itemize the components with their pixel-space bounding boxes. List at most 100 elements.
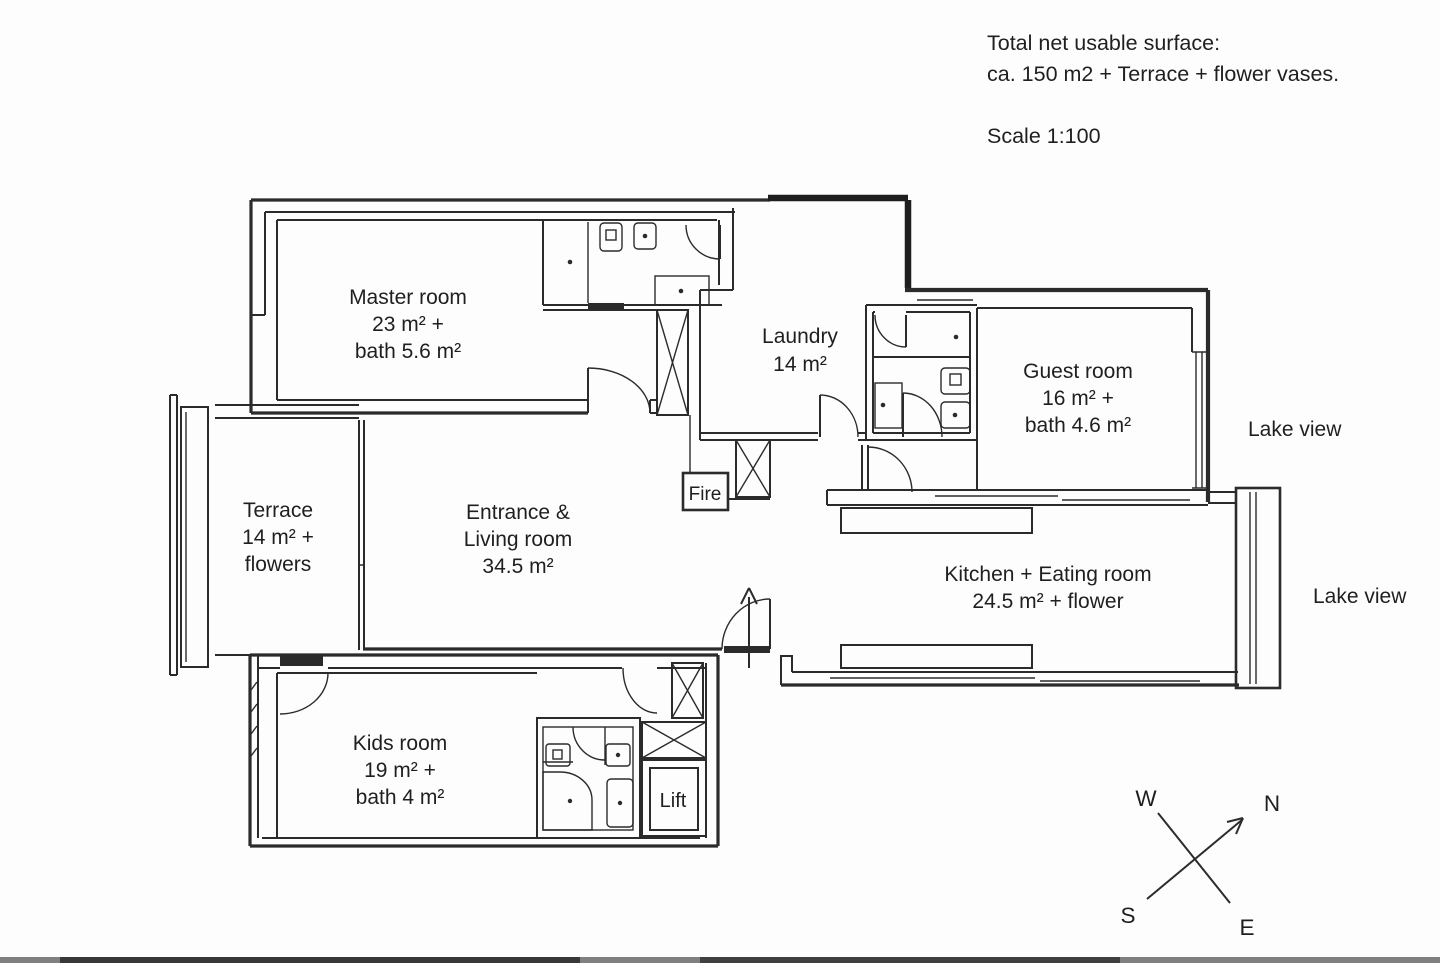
- scan-artifact-dark: [700, 957, 1120, 963]
- room-label-master: Master room: [349, 286, 467, 309]
- compass-east-label: E: [1239, 915, 1254, 940]
- room-label-living: Entrance &: [466, 501, 570, 524]
- sink-icon: [606, 778, 634, 828]
- kids-bath-fixtures: [536, 717, 641, 839]
- room-label-master: 23 m² +: [372, 313, 444, 336]
- lift-shaft: [641, 759, 707, 837]
- lake-view-label-upper: Lake view: [1248, 418, 1342, 441]
- entrance-door-arc: [721, 598, 771, 650]
- terrace-planter: [180, 406, 209, 668]
- shaft-box: [656, 309, 689, 416]
- kids-bath-door-arc: [572, 726, 606, 761]
- shafts-layer: [641, 309, 771, 759]
- lift-lobby-door-arc: [622, 667, 658, 714]
- room-label-terrace: Terrace: [243, 499, 313, 522]
- scan-artifact-dark: [60, 957, 580, 963]
- compass-cross: [1146, 812, 1244, 904]
- room-label-terrace: 14 m² +: [242, 526, 314, 549]
- counter-bottom: [840, 644, 1033, 669]
- room-label-kitchen: 24.5 m² + flower: [972, 590, 1123, 613]
- shower-icon: [542, 771, 593, 831]
- guest-bath-fixtures: [874, 334, 971, 429]
- hall-door-arc: [867, 446, 913, 493]
- lift-cab: [649, 767, 699, 831]
- room-label-laundry: 14 m²: [773, 353, 827, 376]
- guest-bath-lower-door-arc: [902, 392, 943, 438]
- window-threshold-terrace: [280, 656, 323, 666]
- annotations: Total net usable surface: ca. 150 m2 + T…: [987, 31, 1407, 608]
- fire-rect: [681, 471, 730, 512]
- shaft-x: [735, 439, 771, 498]
- lift-label: Lift: [660, 790, 687, 812]
- room-label-kitchen: Kitchen + Eating room: [944, 563, 1151, 586]
- counter-top: [840, 507, 1033, 534]
- east-planter-inner: [1249, 492, 1257, 684]
- header-scale: Scale 1:100: [987, 124, 1101, 148]
- room-labels: Master room 23 m² + bath 5.6 m² Laundry …: [242, 286, 1151, 809]
- bidet-icon: [605, 743, 631, 767]
- shower-drain-dot: [880, 402, 886, 408]
- shaft-box: [641, 721, 707, 759]
- room-label-terrace: flowers: [245, 553, 312, 576]
- room-label-laundry: Laundry: [762, 325, 838, 348]
- drain-dot: [617, 800, 623, 806]
- room-label-living: 34.5 m²: [482, 555, 553, 578]
- bidet-icon: [940, 401, 971, 429]
- lake-view-label-lower: Lake view: [1313, 585, 1407, 608]
- fire-label: Fire: [689, 484, 722, 505]
- walls-layer: [169, 194, 1239, 848]
- entrance-threshold: [724, 646, 770, 653]
- toilet-cistern-mark: [949, 373, 962, 386]
- shaft-x: [671, 662, 704, 719]
- compass-west-label: W: [1135, 786, 1157, 811]
- room-label-master: bath 5.6 m²: [355, 340, 461, 363]
- wall-thin-details: [185, 222, 1208, 757]
- room-label-living: Living room: [464, 528, 573, 551]
- wall-inner: [169, 208, 1238, 839]
- master-door-arc: [587, 367, 651, 414]
- sink-drain-dot: [953, 334, 959, 340]
- shaft-box: [671, 662, 704, 719]
- flower-planters: [180, 406, 1282, 690]
- toilet-icon: [940, 367, 971, 395]
- compass-icon: W N S E: [1120, 786, 1280, 940]
- master-bath-fixtures: [567, 222, 710, 306]
- entrance-arrow-icon: [740, 587, 758, 668]
- toilet-icon: [545, 743, 571, 767]
- compass-arrowhead: [1226, 817, 1244, 835]
- wall-dark-thick: [768, 194, 912, 288]
- header-surface-line2: ca. 150 m2 + Terrace + flower vases.: [987, 62, 1339, 86]
- compass-south-label: S: [1120, 903, 1135, 928]
- bath-outer-box: [536, 717, 641, 839]
- kitchen-counters: [840, 507, 1033, 669]
- kids-door-arc: [279, 672, 329, 715]
- wall-guest-outer: [905, 287, 1211, 502]
- shaft-x: [656, 309, 689, 416]
- toilet-cistern-mark: [605, 229, 617, 241]
- master-bath-door-arc: [685, 224, 721, 260]
- doors-layer: [279, 224, 943, 761]
- toilet-icon: [599, 222, 623, 252]
- shower-drain-dot: [567, 259, 573, 265]
- shaft-master-hall: [656, 309, 689, 416]
- door-threshold-bath: [588, 303, 624, 311]
- shaft-above-lift: [671, 662, 704, 719]
- compass-north-label: N: [1264, 791, 1280, 816]
- arrow: [740, 587, 758, 668]
- room-label-guest: bath 4.6 m²: [1025, 414, 1131, 437]
- toilet-cistern-mark: [552, 749, 563, 760]
- shaft-fire: [735, 439, 771, 498]
- room-label-kids: bath 4 m²: [356, 786, 445, 809]
- bidet-icon: [633, 222, 657, 250]
- drain-dot: [678, 288, 684, 294]
- shaft-box: [735, 439, 771, 498]
- header-surface-line1: Total net usable surface:: [987, 31, 1220, 55]
- lift: Lift: [641, 759, 707, 837]
- room-label-kids: 19 m² +: [364, 759, 436, 782]
- guest-bath-upper-door-arc: [874, 314, 907, 348]
- drain-dot: [952, 412, 958, 418]
- room-label-guest: 16 m² +: [1042, 387, 1114, 410]
- laundry-door-arc: [819, 394, 859, 438]
